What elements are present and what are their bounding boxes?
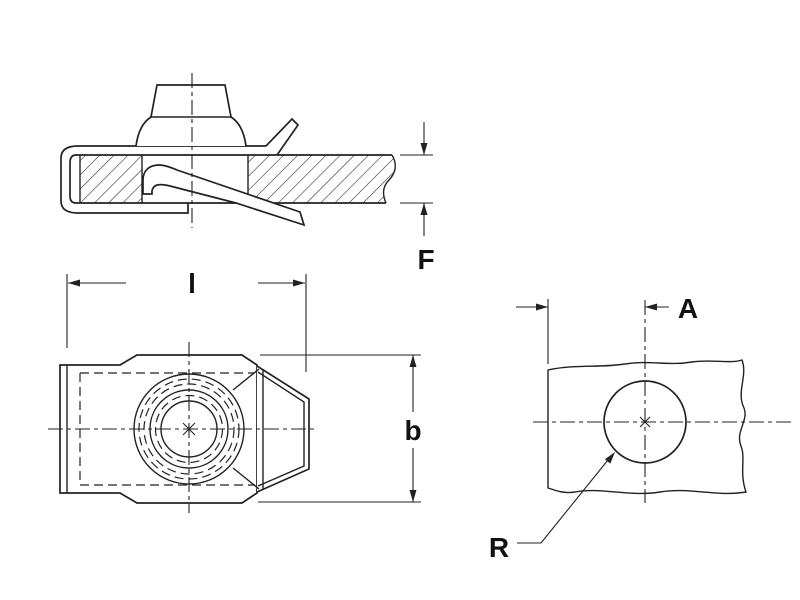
dimension-A: A (516, 293, 698, 364)
spring-arm (142, 164, 306, 227)
clip-outer-profile (60, 145, 266, 214)
label-F: F (417, 244, 434, 275)
label-R: R (489, 532, 509, 563)
side-view: F (60, 73, 435, 275)
panel-hatch-right (248, 155, 396, 203)
top-view: l b (48, 268, 422, 513)
dimension-F: F (400, 122, 435, 275)
leader-R: R (489, 452, 615, 563)
hole-center-tick (639, 416, 651, 428)
dimension-l: l (66, 268, 307, 372)
center-tick (182, 422, 196, 436)
nut-barrel (135, 84, 247, 147)
label-l: l (188, 268, 196, 299)
label-b: b (404, 415, 421, 446)
flare-line-upper (232, 368, 260, 391)
label-A: A (678, 293, 698, 324)
locating-tab (265, 117, 300, 156)
dimension-b: b (258, 354, 422, 503)
panel-broken-edge (382, 154, 396, 204)
folded-end-inner (257, 371, 305, 487)
panel-hatch-left (80, 155, 142, 203)
panel-hole-view: A R (489, 293, 795, 563)
flare-line-lower (232, 467, 260, 490)
clip-inner-profile-and-panel-lines (69, 154, 392, 204)
